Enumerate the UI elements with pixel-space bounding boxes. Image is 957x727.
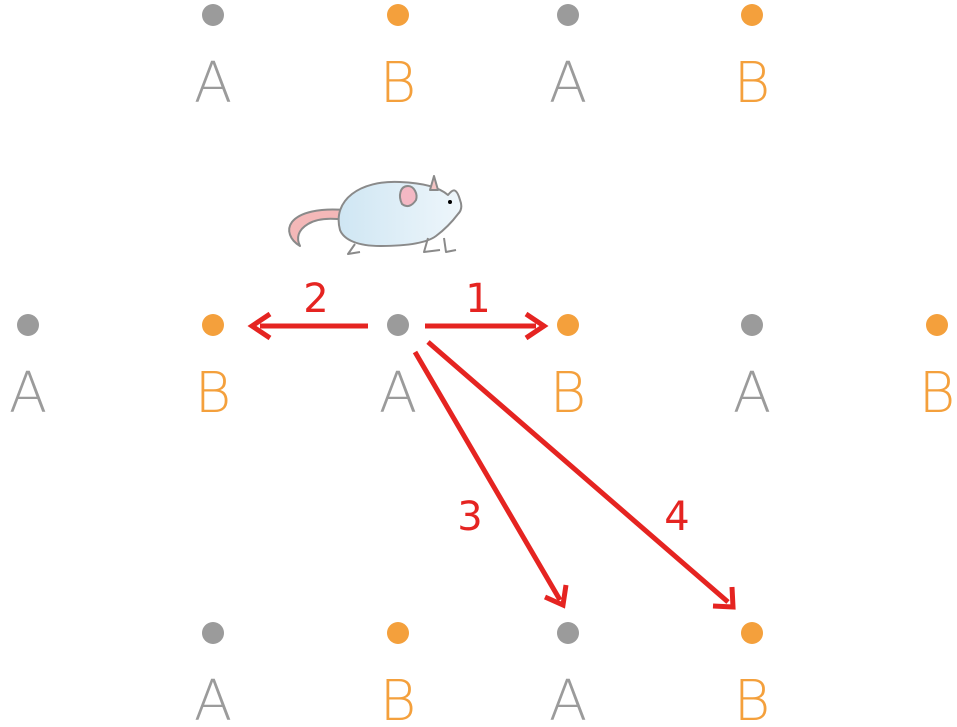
node-label-a: A xyxy=(194,51,232,116)
node-dot-b xyxy=(387,4,409,26)
arrow-label-1: 1 xyxy=(465,276,490,322)
node-label-b: B xyxy=(919,361,956,426)
node-dot-b xyxy=(557,314,579,336)
arrows xyxy=(247,311,736,610)
arrow-3 xyxy=(412,350,563,602)
node-label-a: A xyxy=(549,51,587,116)
arrowhead-4-icon xyxy=(712,586,736,610)
node-dot-a xyxy=(202,4,224,26)
node-dot-a xyxy=(741,314,763,336)
node-label-a: A xyxy=(194,669,232,727)
arrowhead-3-icon xyxy=(543,584,569,609)
node-label-a: A xyxy=(733,361,771,426)
arrowhead-2-icon xyxy=(247,311,272,341)
node-dot-a xyxy=(202,622,224,644)
top-row: A B A B xyxy=(194,4,770,116)
node-label-a: A xyxy=(549,669,587,727)
node-dot-b xyxy=(926,314,948,336)
node-dot-a xyxy=(17,314,39,336)
bottom-row: A B A B xyxy=(194,622,770,727)
node-label-b: B xyxy=(380,669,417,727)
arrow-label-3: 3 xyxy=(457,494,482,540)
middle-row: A B A B A B xyxy=(9,314,955,426)
arrow-4 xyxy=(426,340,730,604)
arrow-label-2: 2 xyxy=(303,276,328,322)
arrow-label-4: 4 xyxy=(664,494,689,540)
node-dot-a xyxy=(557,4,579,26)
node-label-a: A xyxy=(9,361,47,426)
mouse-icon xyxy=(288,175,463,255)
node-label-b: B xyxy=(734,669,771,727)
node-label-b: B xyxy=(195,361,232,426)
node-label-a: A xyxy=(379,361,417,426)
node-dot-a-center xyxy=(387,314,409,336)
node-dot-a xyxy=(557,622,579,644)
arrowhead-1-icon xyxy=(524,311,549,341)
node-dot-b xyxy=(387,622,409,644)
node-dot-b xyxy=(741,622,763,644)
node-label-b: B xyxy=(550,361,587,426)
node-label-b: B xyxy=(734,51,771,116)
node-dot-b xyxy=(741,4,763,26)
node-dot-b xyxy=(202,314,224,336)
node-label-b: B xyxy=(380,51,417,116)
